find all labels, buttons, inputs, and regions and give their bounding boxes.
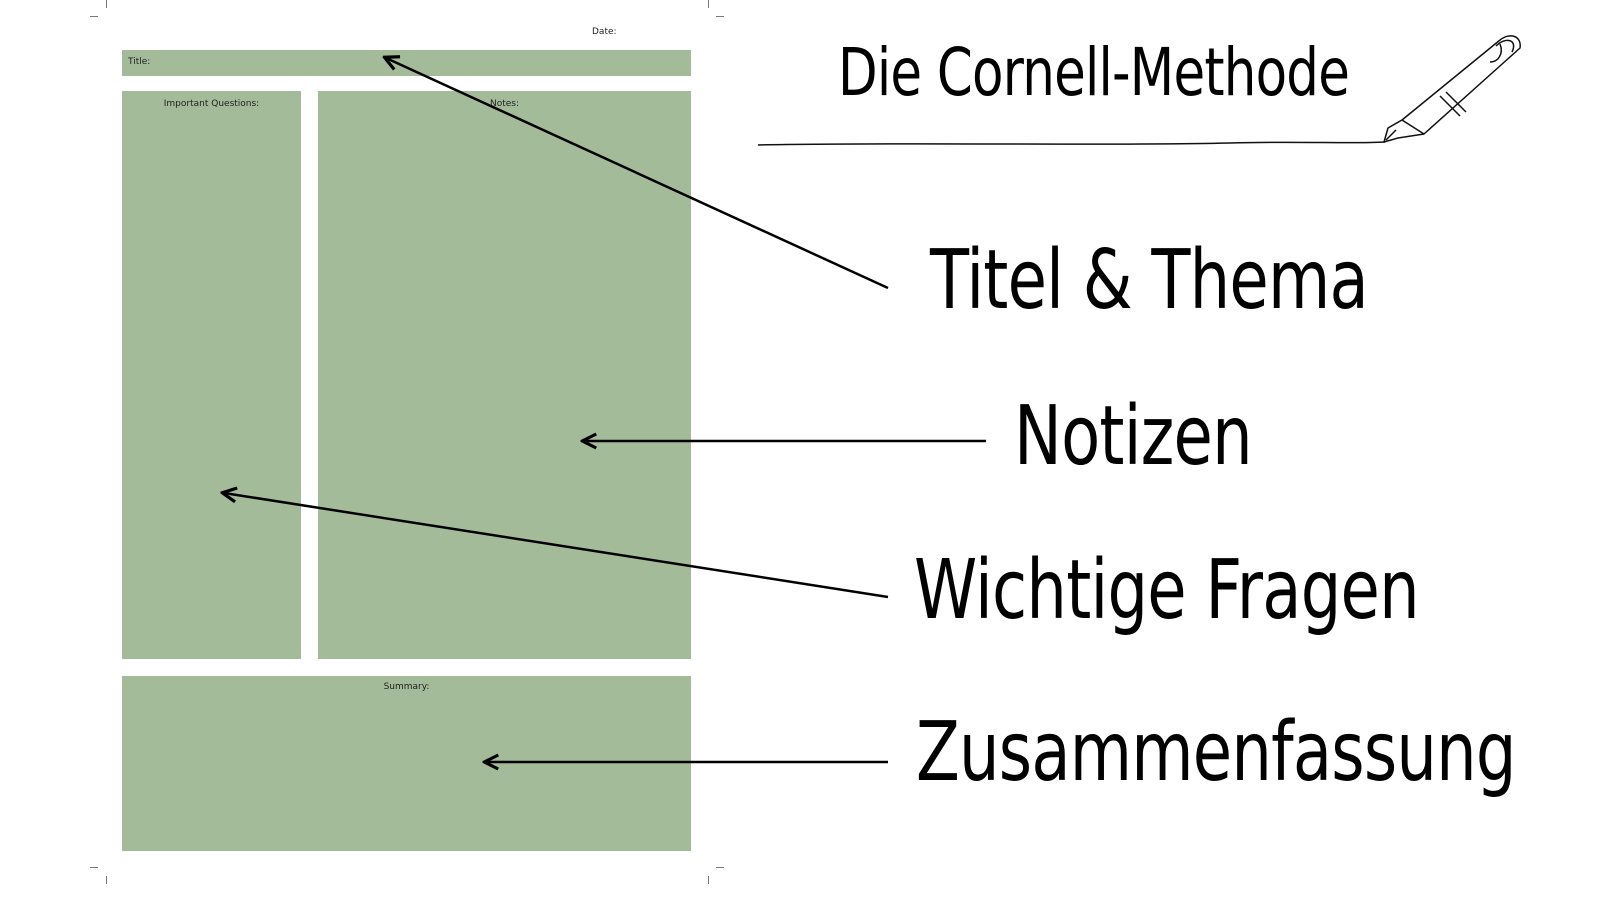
- title-label: Title:: [128, 57, 151, 67]
- crop-mark: [708, 876, 709, 884]
- crop-mark: [90, 16, 98, 17]
- title-box: [122, 50, 691, 76]
- crop-mark: [708, 0, 709, 8]
- notes-box: [318, 91, 691, 659]
- notes-label: Notes:: [489, 99, 520, 109]
- annotation-title: Titel & Thema: [930, 233, 1369, 328]
- annotation-summary: Zusammenfassung: [916, 705, 1516, 800]
- annotation-questions: Wichtige Fragen: [914, 543, 1420, 638]
- annotation-notes: Notizen: [1014, 389, 1253, 484]
- summary-box: [122, 676, 691, 851]
- summary-label: Summary:: [383, 682, 430, 692]
- fountain-pen-icon: [1383, 35, 1521, 143]
- arrow-questions: [224, 493, 889, 599]
- crop-mark: [716, 867, 724, 868]
- crop-mark: [106, 876, 107, 884]
- page-heading: Die Cornell-Methode: [838, 34, 1350, 111]
- date-label: Date:: [592, 27, 617, 37]
- questions-box: [122, 91, 301, 659]
- questions-label: Important Questions:: [163, 99, 260, 109]
- crop-mark: [90, 867, 98, 868]
- heading-underline: [757, 141, 1386, 146]
- crop-mark: [716, 16, 724, 17]
- crop-mark: [106, 0, 107, 8]
- arrow-title: [386, 58, 889, 290]
